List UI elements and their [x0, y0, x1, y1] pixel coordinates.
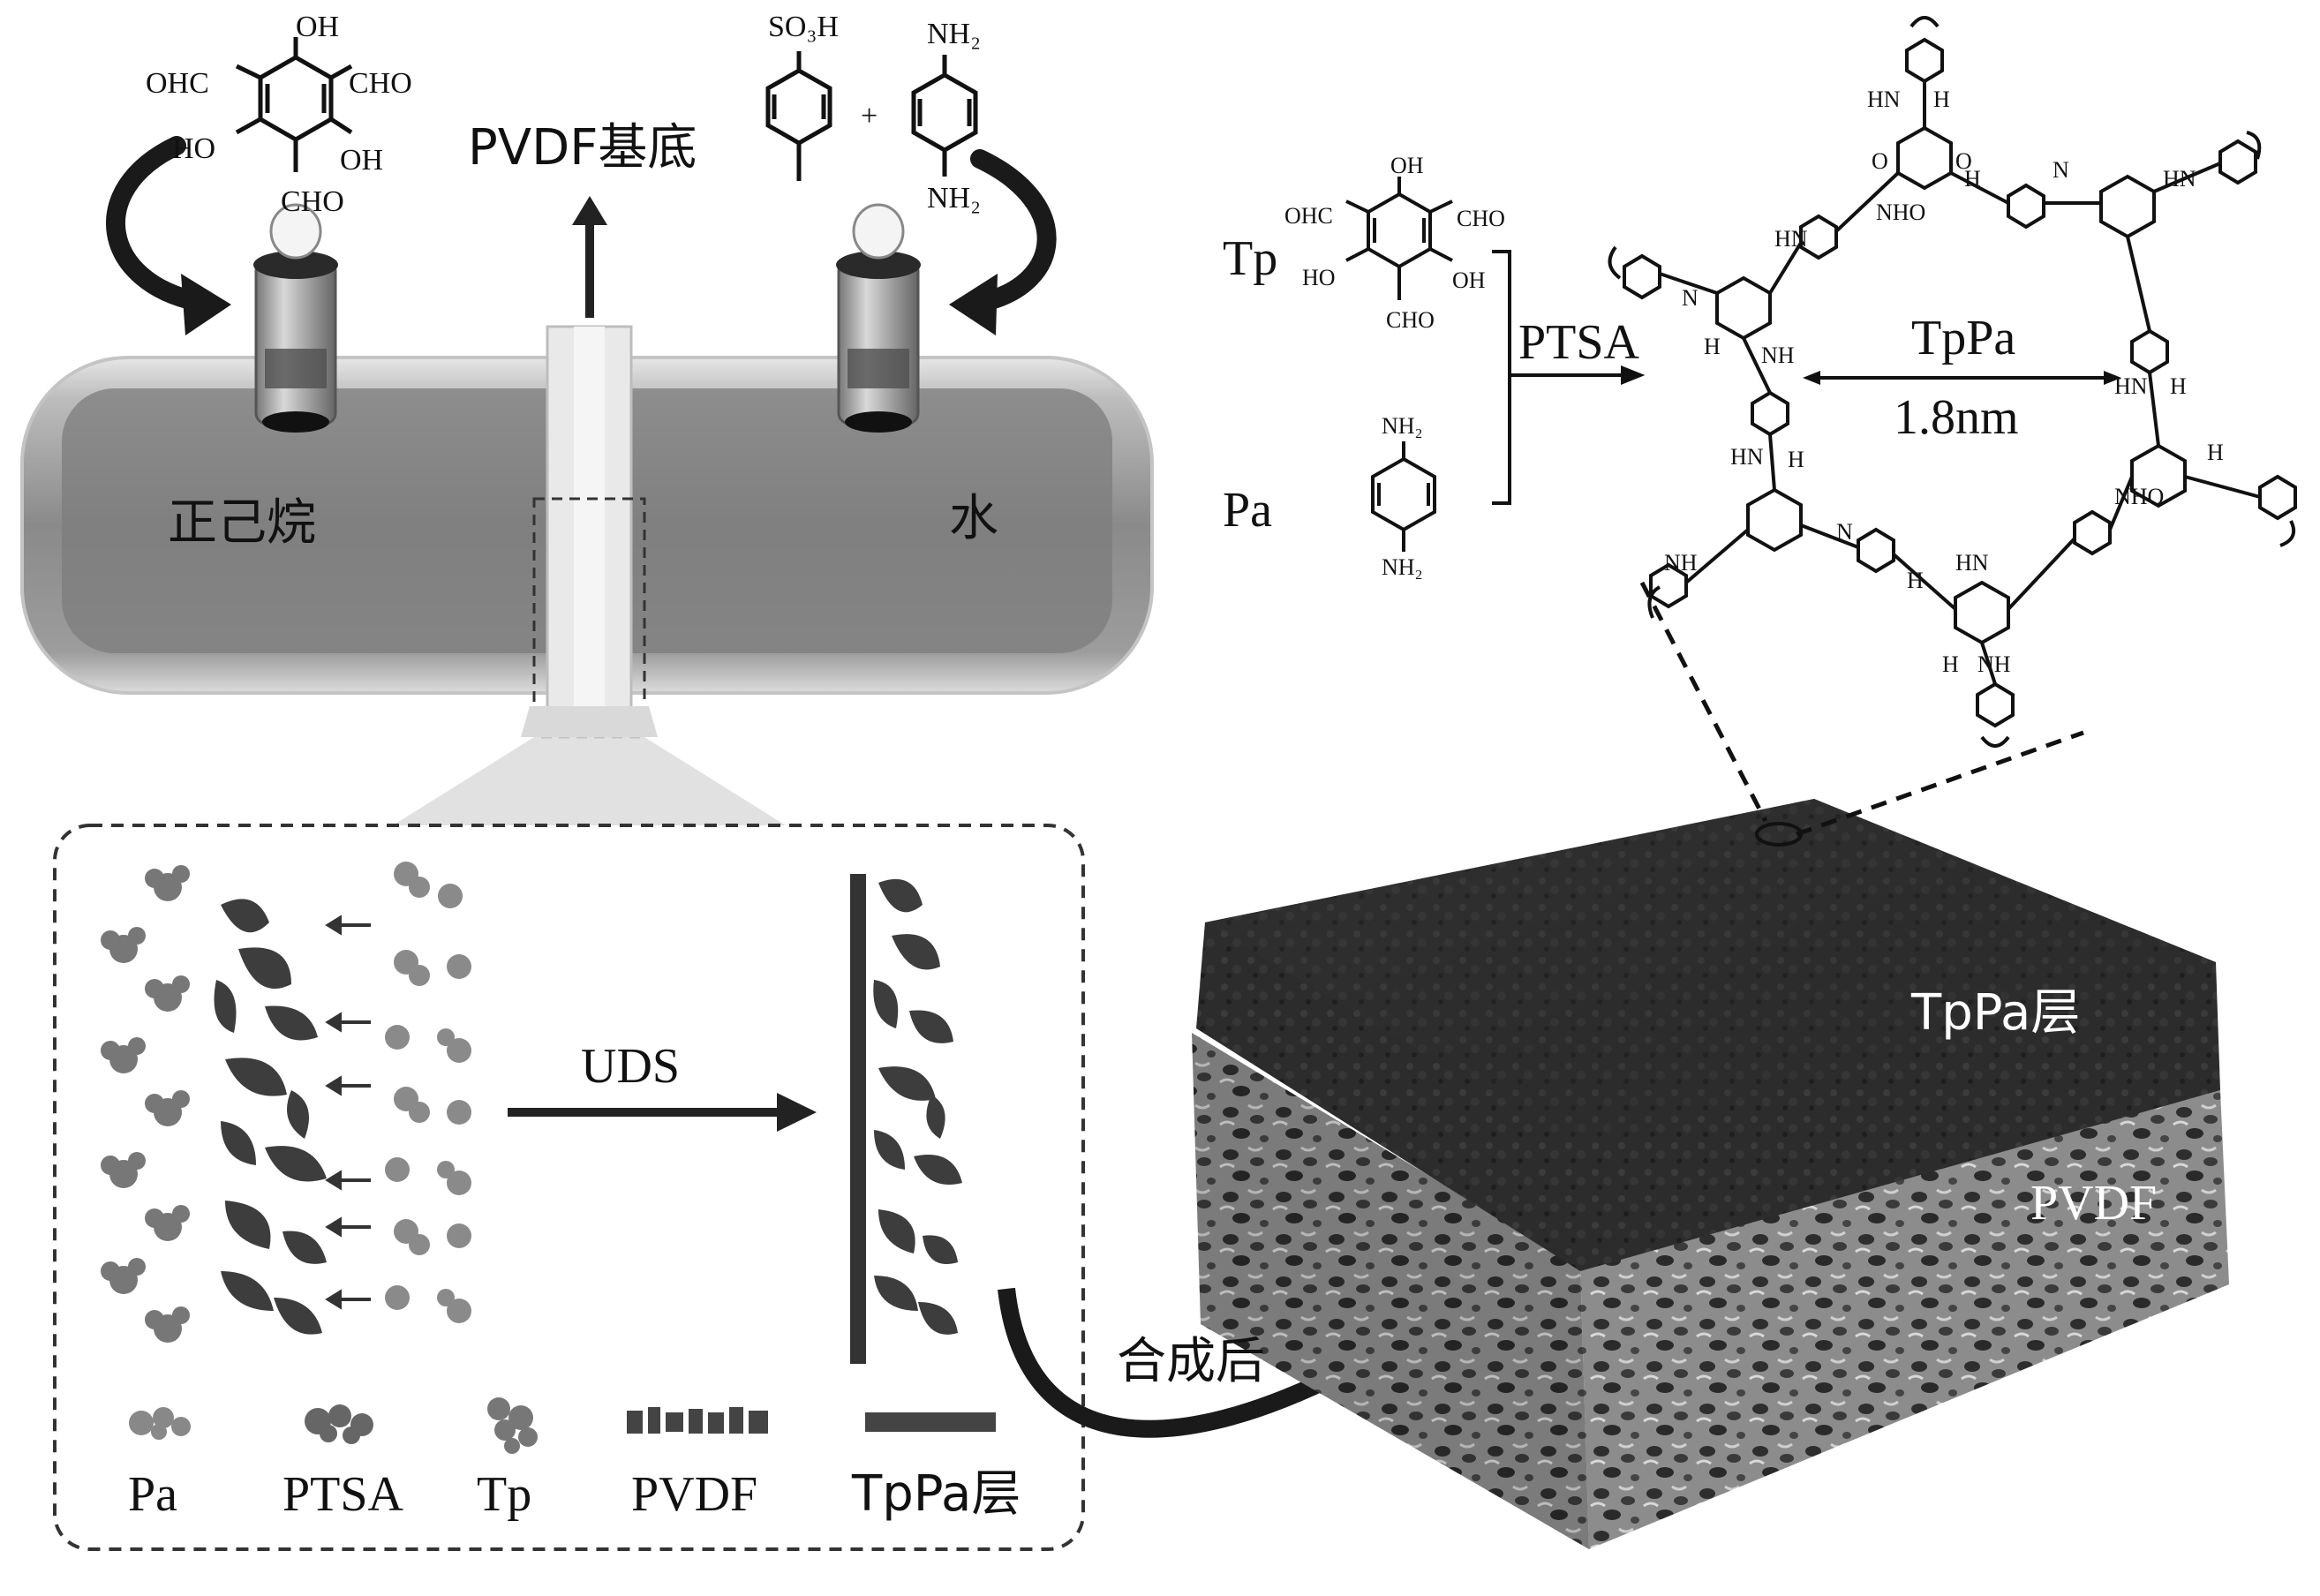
chem-oh-top: OH: [296, 11, 340, 43]
atom-o-2: O: [1955, 148, 1972, 174]
molecule-clusters-right: [385, 862, 471, 1323]
ptsa-molecule: [765, 51, 832, 181]
reaction-arrow: [1492, 250, 1646, 505]
chem-ohc-left: OHC: [146, 67, 209, 100]
curved-arrow-left: [106, 136, 231, 335]
legend-tp: Tp: [477, 1467, 532, 1522]
rxn-oh-right: OH: [1452, 267, 1486, 293]
process-inset: [53, 824, 1085, 1551]
pa-molecule-reaction: [1371, 441, 1436, 552]
chem-nh2-top: NH₂: [927, 18, 981, 50]
chem-ho-left: HO: [172, 132, 216, 165]
chem-nh2-bottom: NH₂: [927, 182, 981, 215]
pore-size-label: 1.8nm: [1894, 390, 2019, 445]
hexane-label: 正己烷: [168, 494, 316, 552]
membrane-block: [1192, 799, 2229, 1549]
rxn-ohc: OHC: [1284, 203, 1333, 229]
atom-nh-2: NH: [1664, 550, 1698, 576]
atom-h-7: H: [1907, 568, 1924, 593]
atom-h-4: H: [2170, 373, 2187, 399]
atom-h-2: H: [1964, 166, 1981, 192]
diffusion-arrows: [325, 915, 371, 1310]
pvdf-support-label: PVDF: [2030, 1176, 2158, 1231]
right-vial: [836, 203, 921, 433]
atom-h-1: H: [1933, 87, 1950, 112]
after-synthesis-label: 合成后: [1117, 1333, 1265, 1390]
framework-name: TpPa: [1911, 311, 2016, 365]
reaction-pa-label: Pa: [1223, 483, 1272, 538]
atom-h-3: H: [1704, 334, 1721, 359]
atom-hn-3: HN: [1774, 226, 1808, 252]
pvdf-after: [850, 874, 962, 1364]
chem-cho-right: CHO: [349, 67, 412, 100]
uds-label: UDS: [581, 1039, 681, 1094]
atom-nho-2: NHO: [2114, 484, 2165, 509]
tppa-framework: [1608, 16, 2297, 748]
legend-tppa-layer: TpPa层: [852, 1465, 1021, 1523]
substrate-arrow: [572, 196, 607, 318]
tp-molecule-topleft: [235, 37, 353, 172]
atom-n-2: N: [1682, 285, 1699, 311]
atom-hn-4: HN: [2114, 373, 2148, 399]
atom-n-1: N: [2053, 157, 2069, 183]
pore-size-arrow: [1803, 371, 2121, 385]
framework-zoom-lines: [1639, 581, 2084, 837]
pvdf-before: [214, 899, 327, 1335]
uds-arrow: [508, 1093, 817, 1132]
reactor-tube: [20, 325, 1154, 739]
tppa-layer-label: TpPa层: [1911, 984, 2081, 1042]
atom-hn-5: HN: [1730, 444, 1764, 470]
rxn-cho-bottom: CHO: [1386, 307, 1435, 333]
chem-plus: +: [861, 100, 878, 132]
tp-molecule-reaction: [1345, 177, 1453, 300]
rxn-oh-top: OH: [1390, 153, 1424, 178]
legend-ptsa: PTSA: [282, 1467, 403, 1522]
zoom-beam: [393, 737, 786, 825]
atom-nh-1: NH: [1761, 343, 1795, 368]
left-vial: [253, 203, 338, 433]
atom-n-3: N: [1836, 519, 1853, 545]
legend-pvdf: PVDF: [631, 1467, 758, 1522]
curved-arrow-right: [949, 149, 1057, 335]
atom-nho-1: NHO: [1876, 200, 1926, 225]
atom-h-8: H: [1942, 651, 1959, 677]
rxn-nh2-bottom: NH₂: [1382, 554, 1423, 580]
atom-hn-2: HN: [2163, 166, 2196, 192]
atom-h-6: H: [2207, 440, 2224, 465]
atom-h-5: H: [1788, 447, 1804, 472]
rxn-cho: CHO: [1457, 206, 1505, 231]
pvdf-substrate-label: PVDF基底: [468, 119, 697, 177]
rxn-nh2-top: NH₂: [1382, 413, 1423, 439]
legend-icons: [129, 1397, 996, 1454]
pa-molecule-top: [911, 55, 978, 177]
molecule-clusters-left: [101, 865, 190, 1343]
chem-oh-right: OH: [340, 144, 384, 177]
chem-so3h: SO₃H: [768, 11, 839, 43]
rxn-ho: HO: [1302, 265, 1336, 290]
catalyst-label: PTSA: [1518, 315, 1639, 370]
atom-o-1: O: [1872, 148, 1888, 174]
atom-hn-6: HN: [1955, 550, 1989, 576]
reaction-tp-label: Tp: [1223, 231, 1278, 286]
chem-cho-bottom: CHO: [281, 185, 344, 218]
atom-nh-3: NH: [1977, 651, 2011, 677]
water-label: 水: [949, 490, 998, 547]
atom-hn-1: HN: [1867, 87, 1901, 112]
legend-pa: Pa: [128, 1467, 177, 1522]
